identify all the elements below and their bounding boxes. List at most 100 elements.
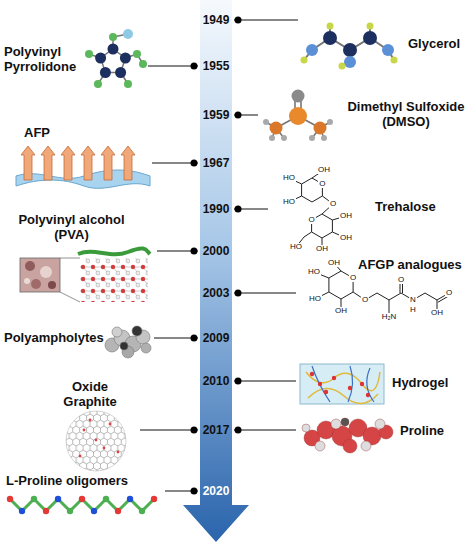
compound-label: Dimethyl Sulfoxide (DMSO) (342, 100, 470, 130)
year-label: 1990 (198, 201, 234, 217)
compound-node: AFGP analogues (296, 258, 470, 326)
compound-node: Hydrogel (296, 360, 470, 408)
year-marker: 2010 (198, 373, 234, 389)
timeline-dot (235, 112, 242, 119)
hydrogel-network-part (310, 372, 314, 376)
proline-oligomer-chain-part (91, 508, 97, 514)
timeline-connector (140, 430, 198, 431)
proline-oligomer-chain-part (115, 508, 121, 514)
proline-model-part (343, 439, 357, 453)
dmso-model-part (266, 98, 330, 138)
compound-label: L-Proline oligomers (6, 474, 128, 489)
pvp-model-part (95, 53, 106, 64)
pvp-model-part (123, 29, 133, 39)
pva-illustration-part (60, 258, 80, 302)
polyampholyte-model-part (120, 342, 128, 350)
dmso-model-part (314, 122, 327, 135)
dmso-model-part (327, 119, 333, 125)
proline-model-part (331, 419, 341, 429)
trehalose-structure (289, 170, 346, 249)
timeline-connector (234, 20, 298, 21)
trehalose-structure-part (289, 170, 333, 214)
pvp-model-part (109, 33, 117, 41)
atom-label: O (361, 296, 369, 304)
year-marker: 2000 (198, 243, 234, 259)
afp-structure-part (101, 146, 115, 180)
glycerol-model-part (301, 57, 308, 64)
proline-model-part (375, 419, 385, 429)
year-marker: 2009 (198, 330, 234, 346)
glycerol-model-part (382, 44, 394, 56)
dmso-model-part (292, 90, 305, 103)
graphene-sheet-part (103, 447, 106, 450)
compound-node: Polyvinyl Pyrrolidone (2, 28, 148, 98)
compound-node: AFP (10, 124, 152, 194)
glycerol-model-part (343, 43, 357, 57)
pvp-model-part (100, 67, 111, 78)
dmso-model-part (263, 119, 269, 125)
pva-illustration-part (78, 248, 150, 254)
timeline-dot (191, 335, 198, 342)
year-label: 1955 (198, 58, 234, 74)
atom-label: OH (430, 309, 444, 317)
timeline-arrow (183, 0, 249, 542)
graphene-sheet-part (66, 411, 126, 471)
timeline-dot (191, 248, 198, 255)
hydrogel-network-part (366, 393, 370, 397)
atom-label: O (329, 200, 337, 208)
compound-node: Dimethyl Sulfoxide (DMSO) (258, 90, 472, 142)
pvp-model-part (94, 80, 102, 88)
compound-label: AFP (24, 126, 50, 141)
timeline-dot (235, 206, 242, 213)
compound-node: L-Proline oligomers (2, 474, 165, 518)
polyampholyte-model-part (112, 327, 122, 337)
atom-label: OH (315, 245, 329, 253)
pvp-model-part (108, 44, 119, 55)
year-marker: 1967 (198, 155, 234, 171)
trehalose-structure-part (302, 178, 323, 202)
proline-oligomer-chain-part (19, 508, 25, 514)
hydrogel-network-part (348, 386, 352, 390)
atom-label: OH (334, 307, 348, 315)
year-label: 1967 (198, 155, 234, 171)
proline-oligomer-chain (7, 496, 157, 514)
proline-model (302, 418, 393, 453)
dmso-model (263, 90, 333, 142)
atom-label: HO (282, 198, 296, 206)
glycerol-model-part (344, 56, 356, 68)
atom-label: HO (308, 295, 322, 303)
year-label: 2017 (198, 422, 234, 438)
glycerol-model-part (391, 57, 398, 64)
glycerol-model-part (363, 31, 377, 45)
year-marker: 1955 (198, 58, 234, 74)
timeline-connector (234, 430, 296, 431)
pvp-model-part (115, 67, 126, 78)
timeline-connector (234, 381, 296, 382)
timeline-dot (235, 378, 242, 385)
timeline-dot (235, 17, 242, 24)
pvp-model-part (124, 80, 132, 88)
proline-oligomer-chain-part (7, 496, 13, 502)
graphene-sheet (66, 411, 126, 471)
polyampholyte-model (105, 326, 151, 358)
year-label: 2003 (198, 285, 234, 301)
hydrogel-network-part (312, 366, 374, 402)
timeline-connector (234, 293, 296, 294)
pva-illustration-part (80, 258, 148, 302)
year-label: 1949 (198, 12, 234, 28)
compound-label: Polyvinyl Pyrrolidone (4, 45, 84, 75)
dmso-model-part (309, 135, 315, 141)
pvp-model-part (133, 50, 141, 58)
year-label: 2009 (198, 330, 234, 346)
graphene-sheet-part (89, 419, 92, 422)
proline-oligomer-chain-part (151, 496, 157, 502)
year-label: 2000 (198, 243, 234, 259)
dmso-model-part (270, 122, 283, 135)
atom-label: OH (327, 259, 341, 267)
pva-illustration-part (40, 266, 52, 278)
hydrogel-network (300, 364, 384, 404)
polyampholyte-model-part (141, 343, 151, 353)
trehalose-structure-part (312, 214, 333, 238)
proline-oligomer-chain-part (139, 508, 145, 514)
compound-node: Polyampholytes (2, 316, 154, 362)
